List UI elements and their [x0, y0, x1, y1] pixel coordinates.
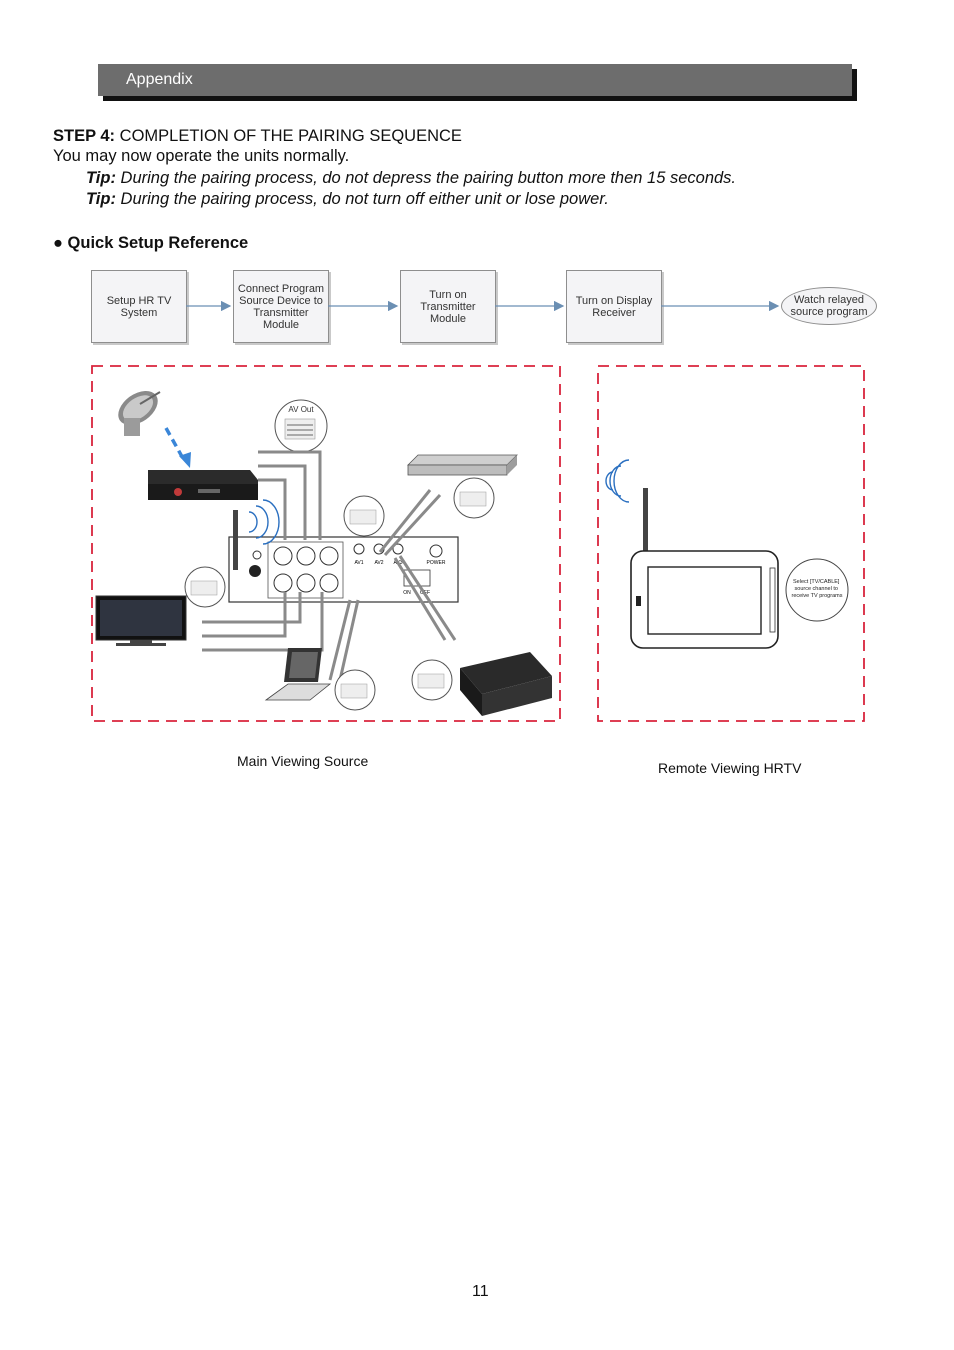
tip-1: Tip: During the pairing process, do not … [86, 169, 736, 188]
remote-viewing-caption: Remote Viewing HRTV [658, 760, 802, 776]
section-banner: Appendix [98, 64, 852, 96]
quick-setup-heading: ● Quick Setup Reference [53, 234, 249, 252]
port-label-power: POWER [427, 560, 446, 566]
transmitter-unit [228, 536, 459, 603]
receiver-note-callout [785, 558, 849, 622]
connector-callout [343, 495, 385, 537]
dvd-player-icon [407, 454, 518, 476]
connector-callout [411, 659, 453, 701]
tip-text: During the pairing process, do not turn … [120, 190, 609, 208]
receiver-antenna-icon [605, 459, 648, 552]
remote-viewing-frame [597, 365, 865, 722]
portable-dvd-icon [264, 648, 332, 701]
av-cables [202, 450, 457, 681]
receiver-note-line: source channel to [795, 586, 838, 592]
step-label: STEP 4: [53, 127, 116, 145]
receiver-note: Select [TV/CABLE] source channel to rece… [792, 579, 843, 599]
flow-step-1: Setup HR TV System [91, 270, 187, 343]
flat-tv-icon [95, 595, 187, 646]
receiver-note-line: Select [TV/CABLE] [793, 579, 840, 585]
tip-label: Tip: [86, 190, 116, 208]
connector-callout [334, 669, 376, 711]
flow-step-label: Watch relayed source program [790, 294, 868, 318]
satellite-dish-icon [118, 390, 161, 436]
page-number: 11 [472, 1283, 489, 1300]
port-label-av2: AV2 [374, 560, 383, 566]
connector-callout [184, 566, 226, 608]
receiver-note-line: receive TV programs [792, 593, 843, 599]
flow-step-label: Turn on Display Receiver [575, 294, 653, 319]
tip-text: During the pairing process, do not depre… [120, 169, 737, 187]
switch-label-on: ON [403, 590, 411, 596]
step-body: You may now operate the units normally. [53, 147, 350, 165]
flow-step-label: Setup HR TV System [106, 294, 172, 319]
flow-step-2: Connect Program Source Device to Transmi… [233, 270, 329, 343]
transmitter-antenna-icon [233, 499, 280, 570]
connector-callout [453, 477, 495, 519]
display-receiver-icon [630, 550, 779, 649]
port-label-av1: AV1 [354, 560, 363, 566]
set-top-box-icon [148, 470, 258, 500]
media-box-icon [460, 652, 552, 716]
step-heading: STEP 4: COMPLETION OF THE PAIRING SEQUEN… [53, 125, 462, 147]
av-out-label: AV Out [288, 405, 314, 414]
flow-step-label: Connect Program Source Device to Transmi… [237, 282, 325, 331]
main-viewing-caption: Main Viewing Source [237, 753, 369, 769]
flow-step-3: Turn on Transmitter Module [400, 270, 496, 343]
av-out-callout [274, 399, 328, 453]
step-title: COMPLETION OF THE PAIRING SEQUENCE [119, 127, 462, 145]
tip-label: Tip: [86, 169, 116, 187]
flow-step-5: Watch relayed source program [781, 287, 877, 325]
section-title: Appendix [126, 71, 193, 88]
main-source-frame [91, 365, 561, 722]
flow-step-label: Turn on Transmitter Module [420, 288, 476, 325]
tip-2: Tip: During the pairing process, do not … [86, 190, 609, 209]
